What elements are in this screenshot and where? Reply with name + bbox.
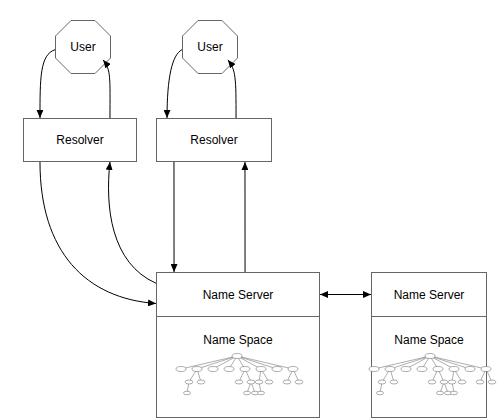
user-octagon: User <box>182 20 238 74</box>
connector-arrow <box>228 60 236 118</box>
connector-arrow <box>173 162 174 272</box>
connector-arrow <box>244 162 245 272</box>
name-server-box: Name Server <box>371 272 487 317</box>
user-octagon: User <box>55 20 111 74</box>
resolver-box: Resolver <box>23 118 137 162</box>
connector-arrow <box>103 60 110 118</box>
name-space-box: Name Space <box>156 316 320 418</box>
node-label: Resolver <box>56 133 103 147</box>
node-label: User <box>197 40 222 54</box>
connector-arrow <box>40 50 55 118</box>
node-label: Name Space <box>394 333 463 347</box>
resolver-box: Resolver <box>156 118 272 162</box>
connector-arrow <box>109 162 156 283</box>
node-label: Name Space <box>203 333 272 347</box>
connector-arrow <box>167 50 182 118</box>
node-label: Name Server <box>394 288 465 302</box>
name-space-box: Name Space <box>371 316 487 418</box>
name-server-box: Name Server <box>156 272 320 317</box>
node-label: Resolver <box>190 133 237 147</box>
tree-illustration <box>176 354 303 395</box>
connector-arrow <box>320 294 371 295</box>
node-label: Name Server <box>203 288 274 302</box>
connector-arrow <box>40 162 156 304</box>
tree-illustration <box>369 354 496 395</box>
node-label: User <box>70 40 95 54</box>
